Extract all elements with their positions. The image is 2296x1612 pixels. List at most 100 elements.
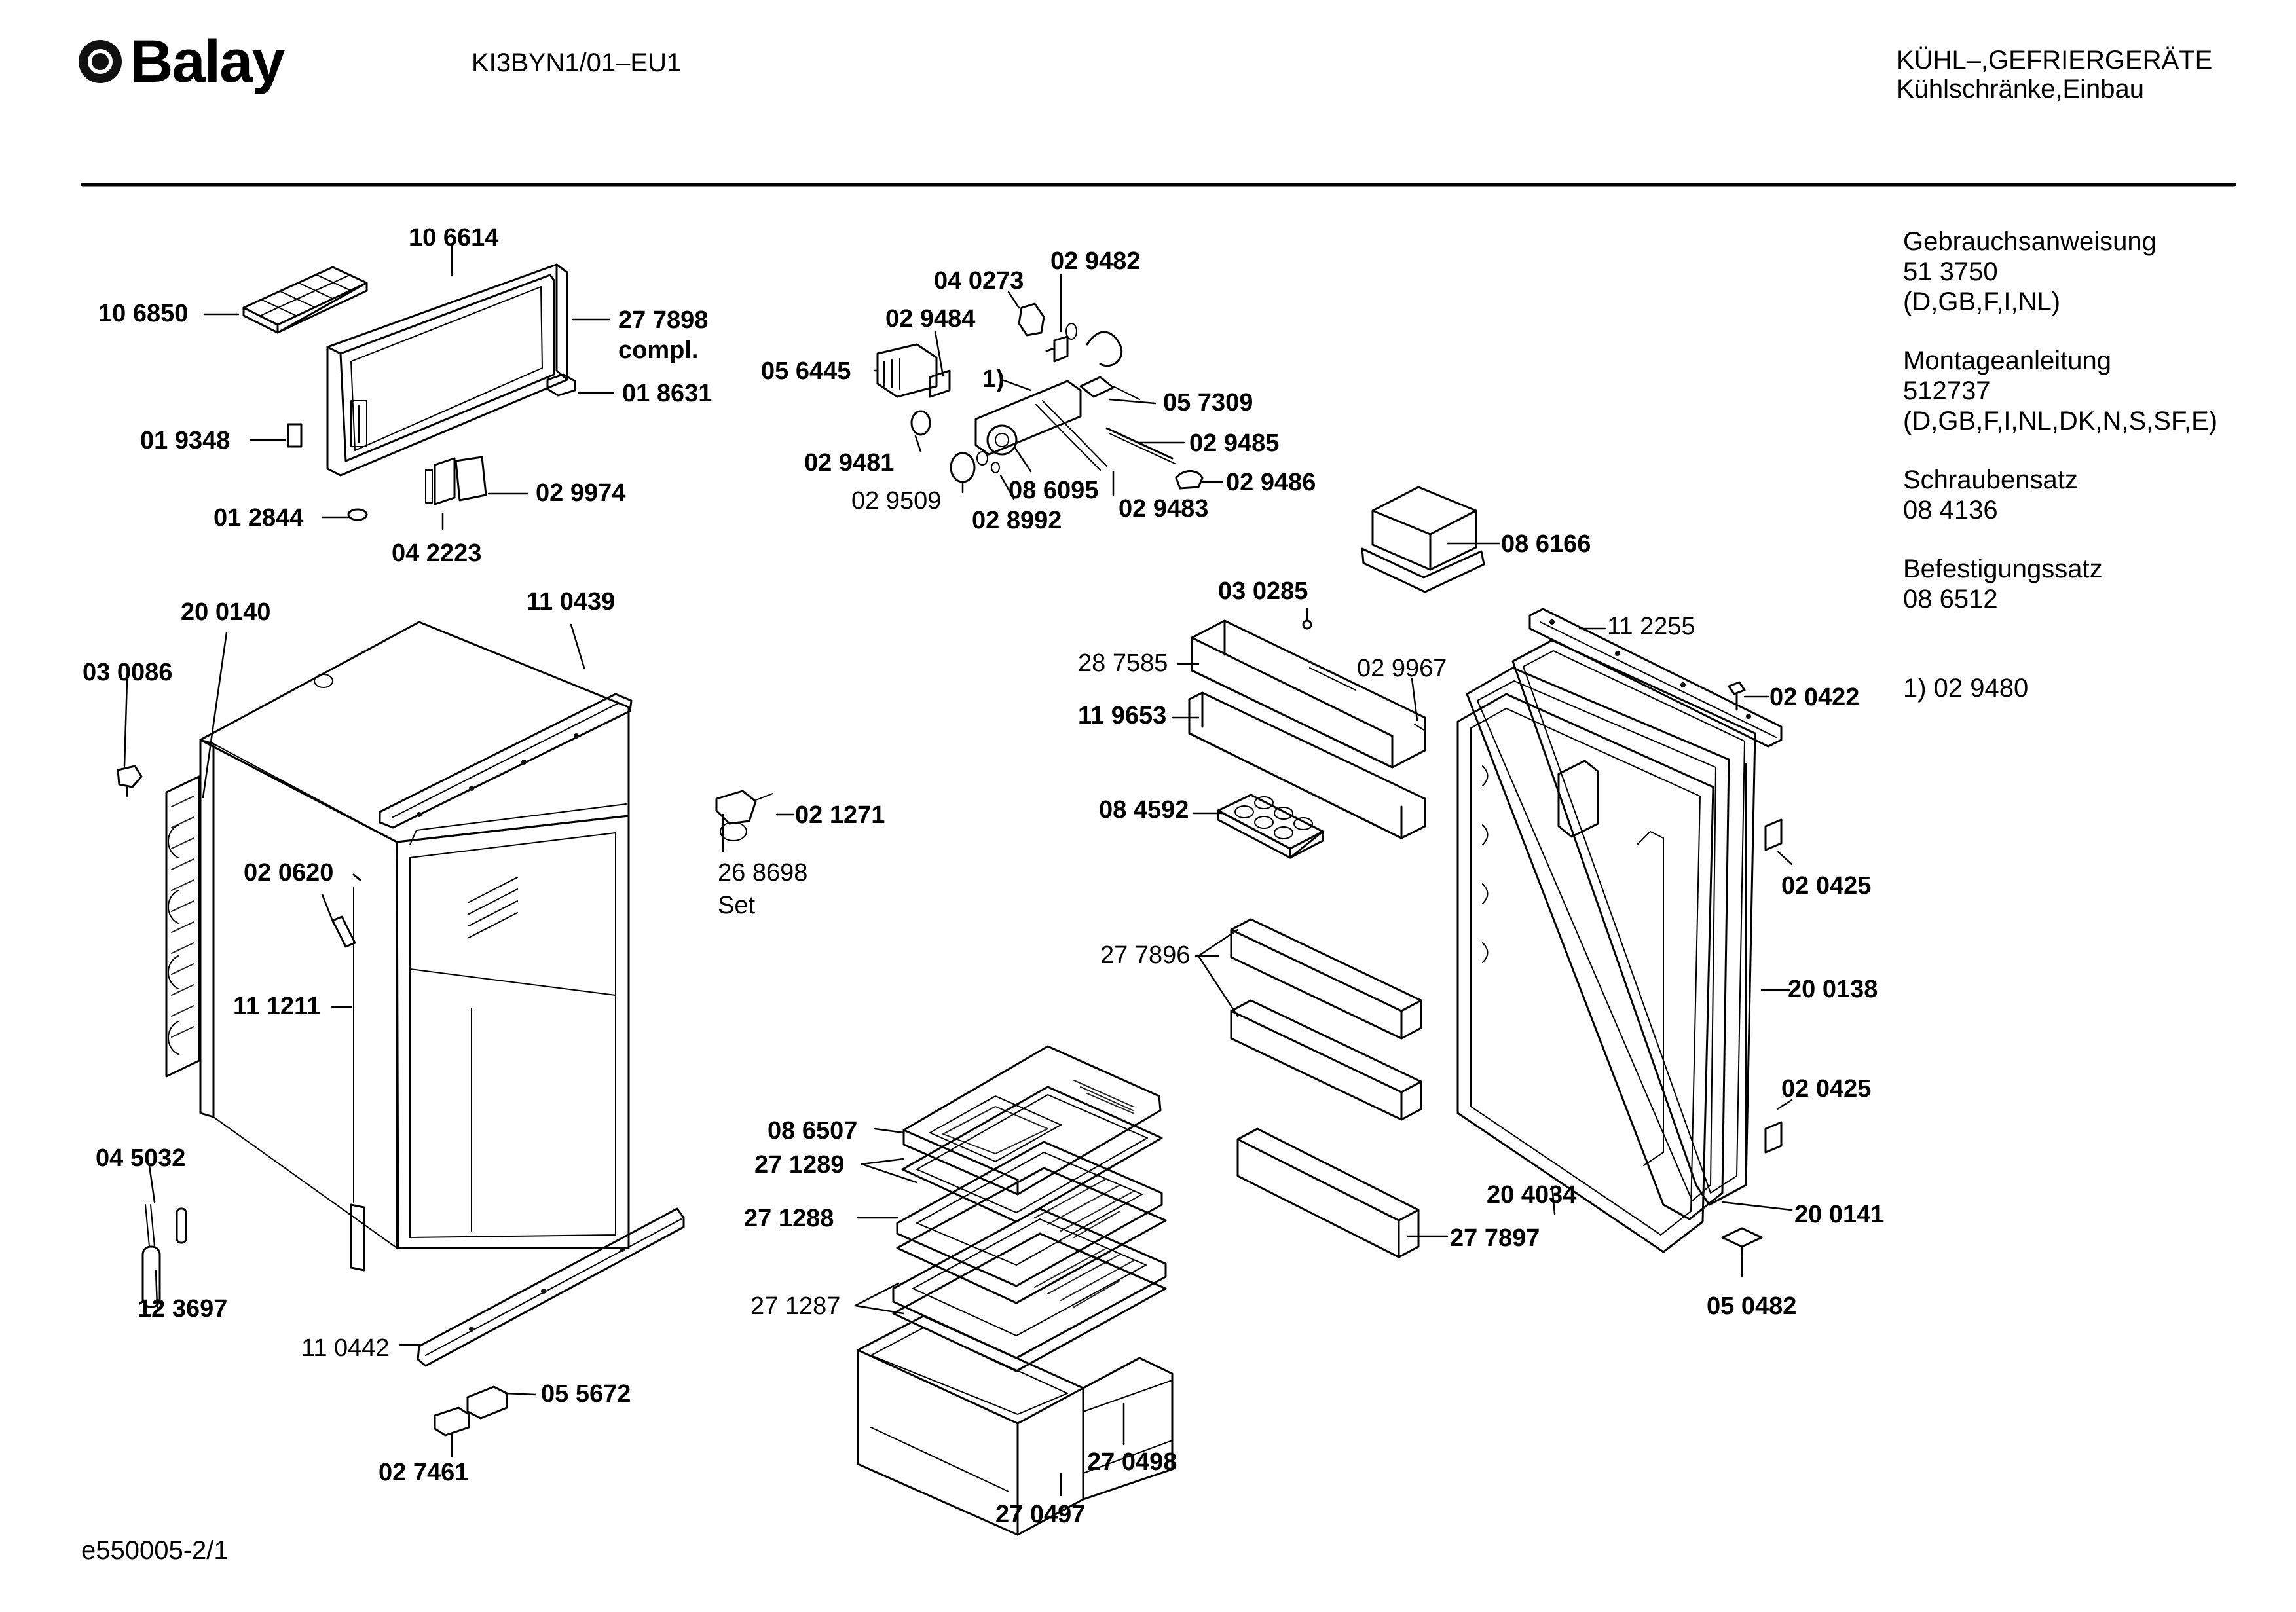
part-label: 02 9481 xyxy=(804,449,895,477)
part-label: 02 7461 xyxy=(379,1459,469,1486)
part-label: 04 2223 xyxy=(392,540,482,567)
freezer-door xyxy=(326,263,568,477)
part-label: 05 7309 xyxy=(1163,389,1253,416)
hinge-cover-020425-bottom xyxy=(1764,1121,1783,1154)
mounting-kit-title: Befestigungssatz xyxy=(1903,555,2103,583)
clip-018631 xyxy=(546,373,576,397)
bracket-050482 xyxy=(1721,1227,1763,1248)
part-label: 04 5032 xyxy=(96,1145,186,1172)
part-label: 02 9484 xyxy=(885,305,976,333)
part-label: 20 4034 xyxy=(1487,1181,1577,1209)
part-label: 05 0482 xyxy=(1707,1292,1797,1320)
door-gasket-200141 xyxy=(1466,667,1730,1220)
trim-111211 xyxy=(350,1203,365,1272)
clip-020620 xyxy=(331,915,356,948)
part-label: 01 8631 xyxy=(622,380,713,407)
part-label: 02 9485 xyxy=(1189,430,1280,457)
part-label: 27 7896 xyxy=(1100,942,1191,969)
part-label: 20 0141 xyxy=(1794,1201,1885,1228)
rail-110439 xyxy=(379,693,633,829)
hinge-029974 xyxy=(434,456,487,505)
clip-030086 xyxy=(117,765,143,788)
part-label: 11 0442 xyxy=(301,1334,390,1362)
part-label: 10 6850 xyxy=(98,300,189,327)
door-rail-112255 xyxy=(1528,608,1783,748)
part-label: 02 9509 xyxy=(851,487,942,515)
part-label: 05 6445 xyxy=(761,357,851,385)
condenser-200140 xyxy=(165,775,200,1078)
part-label: 1) xyxy=(982,365,1005,393)
screw-kit-title: Schraubensatz xyxy=(1903,466,2078,494)
part-label: 04 0273 xyxy=(934,267,1024,295)
bracket-055672 xyxy=(466,1385,508,1420)
part-label: 02 9967 xyxy=(1357,655,1447,682)
part-label: 27 7898 xyxy=(618,306,709,334)
part-label: 02 9482 xyxy=(1050,247,1141,275)
lamp-holder-029482 xyxy=(1045,335,1069,363)
part-label: 03 0086 xyxy=(83,659,173,686)
thermostat-cover-056445 xyxy=(876,343,938,398)
butter-compartment-287585 xyxy=(1191,619,1426,769)
bracket-027461 xyxy=(434,1406,470,1437)
shelf-frame-271287-upper xyxy=(896,1167,1167,1304)
part-label: Set xyxy=(718,892,756,919)
screw-020422 xyxy=(1728,681,1746,711)
freezer-shelf-086166 xyxy=(1361,486,1485,593)
capillary-tube xyxy=(1086,331,1123,367)
hinge-set-021271 xyxy=(715,790,757,825)
part-label: 11 2255 xyxy=(1607,613,1695,640)
hinge-cover-020425-top xyxy=(1764,818,1783,851)
manual-languages: (D,GB,F,I,NL) xyxy=(1903,287,2061,316)
part-label: 20 0140 xyxy=(181,598,271,626)
crisper-drawer-270498 xyxy=(1082,1357,1174,1501)
part-label: 20 0138 xyxy=(1788,976,1878,1003)
part-label: 02 0422 xyxy=(1769,684,1860,711)
part-label: 27 7897 xyxy=(1450,1224,1540,1252)
part-label: 08 4592 xyxy=(1099,796,1189,824)
screw-030285 xyxy=(1302,619,1312,630)
cap-012844 xyxy=(347,508,368,521)
knob-029481 xyxy=(910,410,931,436)
manual-number: 51 3750 xyxy=(1903,257,1998,286)
part-label: 02 9974 xyxy=(536,479,626,507)
knob-029509 xyxy=(950,452,976,483)
part-label: 01 2844 xyxy=(213,504,304,532)
install-languages: (D,GB,F,I,NL,DK,N,S,SF,E) xyxy=(1903,407,2218,435)
lamp-cover-029486 xyxy=(1175,470,1204,490)
part-label: 02 1271 xyxy=(795,801,885,829)
part-label: 11 9653 xyxy=(1078,702,1167,729)
part-label: 02 0620 xyxy=(244,859,334,887)
part-label: 10 6614 xyxy=(409,224,499,251)
glass-shelf-271287 xyxy=(892,1207,1167,1372)
manual-title: Gebrauchsanweisung xyxy=(1903,227,2157,256)
refrigerator-cabinet xyxy=(199,621,633,1272)
clip-029484 xyxy=(929,369,951,398)
ice-cube-tray xyxy=(242,266,368,334)
switch-057309 xyxy=(1079,376,1115,398)
part-label: 05 5672 xyxy=(541,1380,631,1408)
door-bottle-shelf-277896-lower xyxy=(1230,999,1422,1121)
part-label: 27 0498 xyxy=(1087,1448,1177,1476)
part-label: 27 1287 xyxy=(750,1292,841,1320)
shelf-086507 xyxy=(902,1045,1162,1196)
part-label: 27 1289 xyxy=(754,1151,845,1179)
install-title: Montageanleitung xyxy=(1903,346,2112,375)
part-label: 01 9348 xyxy=(140,427,231,454)
egg-tray-084592 xyxy=(1217,794,1324,859)
door-bottle-shelf-277896-upper xyxy=(1230,918,1422,1040)
footnote: 1) 02 9480 xyxy=(1903,674,2029,703)
part-label: 03 0285 xyxy=(1218,577,1308,605)
door-shelf-119653 xyxy=(1188,691,1426,839)
category-title: KÜHL–,GEFRIERGERÄTE xyxy=(1897,46,2213,75)
install-number: 512737 xyxy=(1903,376,1991,405)
part-label: 26 8698 xyxy=(718,859,808,887)
category-subtitle: Kühlschränke,Einbau xyxy=(1897,75,2145,103)
brand-name: Balay xyxy=(130,28,285,95)
drawing-id: e550005-2/1 xyxy=(81,1536,229,1565)
part-label: 27 1288 xyxy=(744,1205,834,1232)
lamp-040273 xyxy=(1018,302,1045,337)
part-label: 08 6166 xyxy=(1501,530,1591,558)
hinge-pin-019348 xyxy=(287,423,303,448)
